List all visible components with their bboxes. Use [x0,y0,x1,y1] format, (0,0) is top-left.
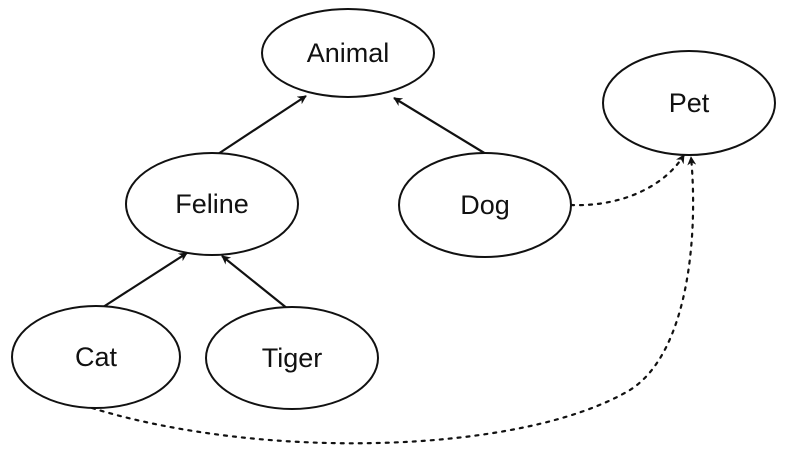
node-pet: Pet [602,50,776,156]
node-dog-label: Dog [460,190,510,220]
node-feline: Feline [125,152,299,256]
node-cat-label: Cat [75,342,118,372]
edge-dog-to-pet [569,153,686,207]
node-tiger-label: Tiger [262,343,323,373]
node-animal: Animal [261,8,435,98]
node-pet-label: Pet [669,88,710,118]
edge-feline-to-animal [217,95,307,155]
edge-dog-to-animal [393,97,487,155]
edge-cat-to-pet [90,155,697,445]
edge-tiger-to-feline [221,255,289,310]
node-dog: Dog [398,152,572,258]
edge-cat-to-feline [99,252,188,310]
node-cat: Cat [11,305,181,409]
node-tiger: Tiger [205,306,379,410]
node-feline-label: Feline [175,189,249,219]
node-animal-label: Animal [307,38,390,68]
